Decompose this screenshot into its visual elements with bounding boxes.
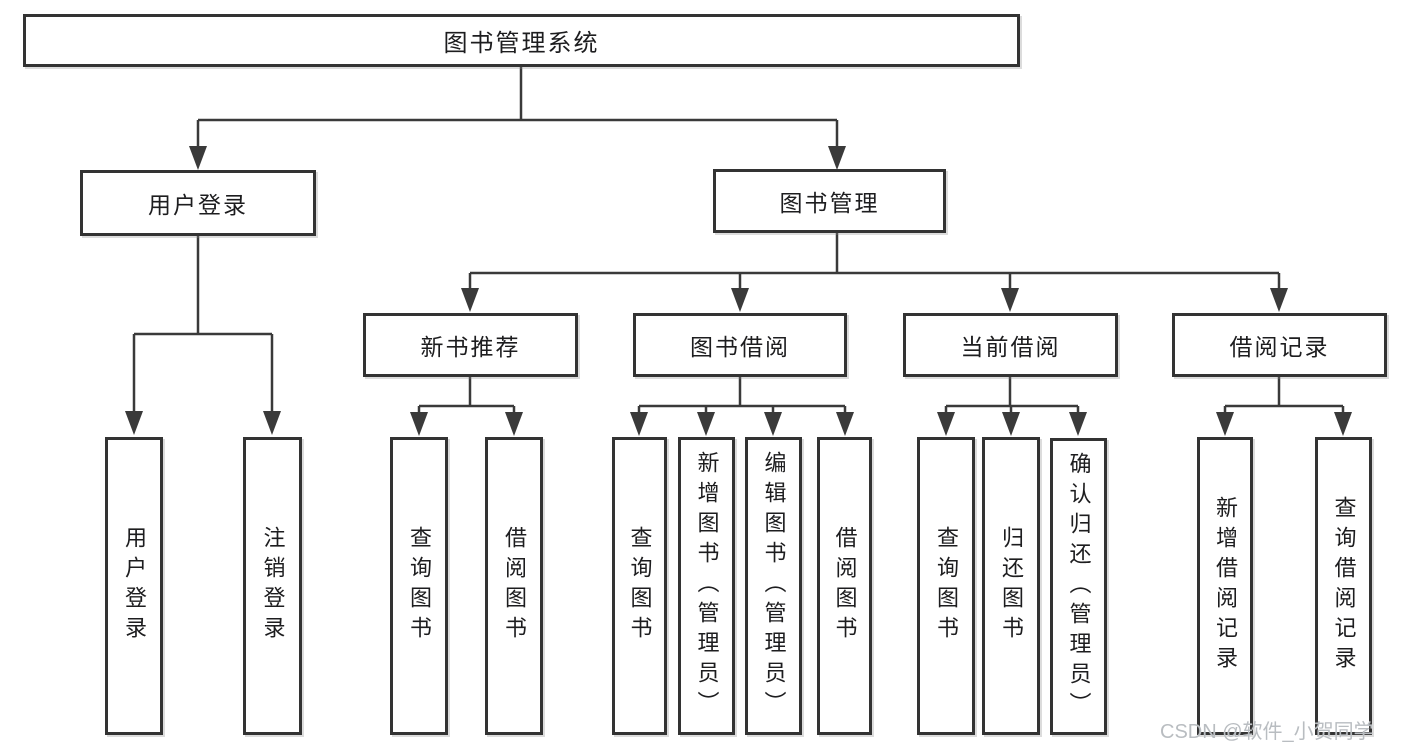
node-label: 用户登录 (148, 192, 248, 218)
node-new-book-rec: 新书推荐 (363, 313, 578, 377)
node-label: 查询图书 (627, 526, 653, 646)
node-label: 归还图书 (999, 526, 1024, 646)
node-root: 图书管理系统 (23, 14, 1020, 67)
node-label: 新书推荐 (420, 334, 521, 360)
node-leaf-borrow-books-1: 借阅图书 (485, 437, 543, 735)
node-label: 借阅记录 (1229, 334, 1330, 360)
node-leaf-query-borrow-record: 查询借阅记录 (1315, 437, 1372, 735)
node-leaf-logout: 注销登录 (243, 437, 302, 735)
node-label: 查询图书 (934, 526, 959, 646)
node-leaf-add-borrow-record: 新增借阅记录 (1197, 437, 1253, 735)
csdn-watermark: CSDN @软件_小贺同学 (1160, 721, 1374, 743)
node-label: 注销登录 (260, 526, 286, 646)
node-leaf-borrow-books-2: 借阅图书 (817, 437, 872, 735)
node-leaf-query-books-3: 查询图书 (917, 437, 975, 735)
node-label: 新增图书（管理员） (694, 451, 720, 721)
node-label: 借阅图书 (832, 526, 858, 646)
node-label: 查询图书 (407, 526, 432, 646)
node-label: 图书管理系统 (443, 30, 600, 57)
node-label: 借阅图书 (502, 526, 527, 646)
node-leaf-add-book: 新增图书（管理员） (678, 437, 735, 735)
node-label: 用户登录 (122, 526, 147, 646)
node-borrow-records: 借阅记录 (1172, 313, 1387, 377)
node-label: 当前借阅 (960, 334, 1061, 360)
node-label: 编辑图书（管理员） (761, 451, 787, 721)
node-label: 确认归还（管理员） (1066, 451, 1092, 722)
node-current-borrow: 当前借阅 (903, 313, 1118, 377)
node-leaf-query-books-1: 查询图书 (390, 437, 448, 735)
node-user-login: 用户登录 (80, 170, 316, 236)
node-leaf-user-login: 用户登录 (105, 437, 163, 735)
node-leaf-edit-book: 编辑图书（管理员） (745, 437, 802, 735)
node-label: 新增借阅记录 (1213, 496, 1238, 676)
node-book-mgmt: 图书管理 (713, 169, 946, 233)
node-leaf-confirm-return: 确认归还（管理员） (1050, 438, 1107, 735)
node-label: 查询借阅记录 (1331, 496, 1357, 676)
node-label: 图书管理 (779, 190, 880, 216)
node-book-borrow: 图书借阅 (633, 313, 847, 377)
node-leaf-query-books-2: 查询图书 (612, 437, 667, 735)
node-label: 图书借阅 (690, 334, 790, 360)
node-leaf-return-book: 归还图书 (982, 437, 1040, 735)
